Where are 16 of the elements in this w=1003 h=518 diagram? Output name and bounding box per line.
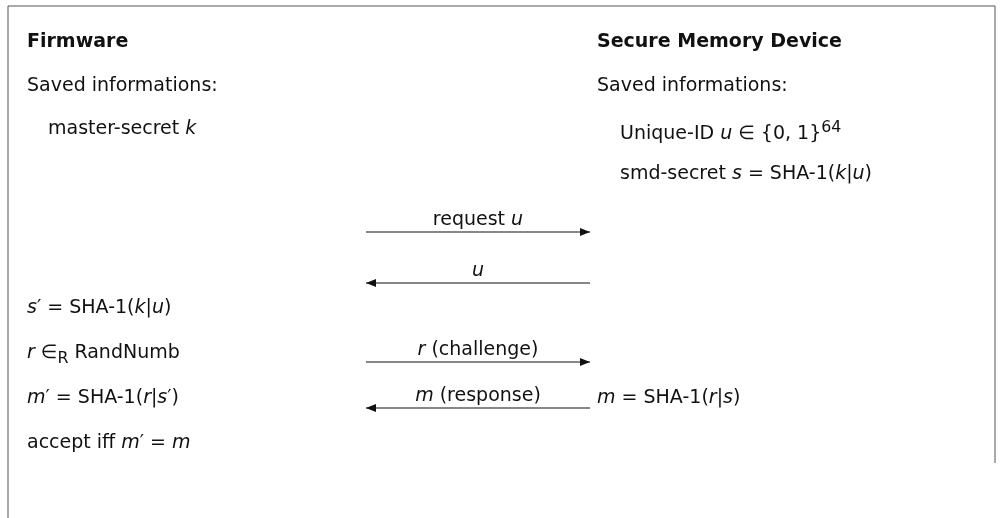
protocol-step-text: m′ = SHA-1(r|s′) [27, 384, 179, 408]
protocol-step-text: Unique-ID u ∈ {0, 1}$^{64}$ [620, 116, 842, 145]
protocol-step-text: Saved informations: [597, 72, 788, 96]
message-arrow [365, 358, 591, 366]
message-arrow [365, 279, 591, 287]
protocol-step-text: r ∈$_{R}$ RandNumb [27, 339, 180, 369]
party-heading: Secure Memory Device [597, 28, 842, 52]
protocol-step-text: s′ = SHA-1(k|u) [27, 294, 172, 318]
message-arrow [365, 404, 591, 412]
party-heading: Firmware [27, 28, 129, 52]
protocol-step-text: accept iff m′ = m [27, 429, 191, 453]
protocol-step-text: Saved informations: [27, 72, 218, 96]
protocol-step-text: master-secret k [48, 115, 197, 139]
message-arrow [365, 228, 591, 236]
protocol-step-text: smd-secret s = SHA-1(k|u) [620, 160, 873, 184]
protocol-step-text: m = SHA-1(r|s) [597, 384, 741, 408]
